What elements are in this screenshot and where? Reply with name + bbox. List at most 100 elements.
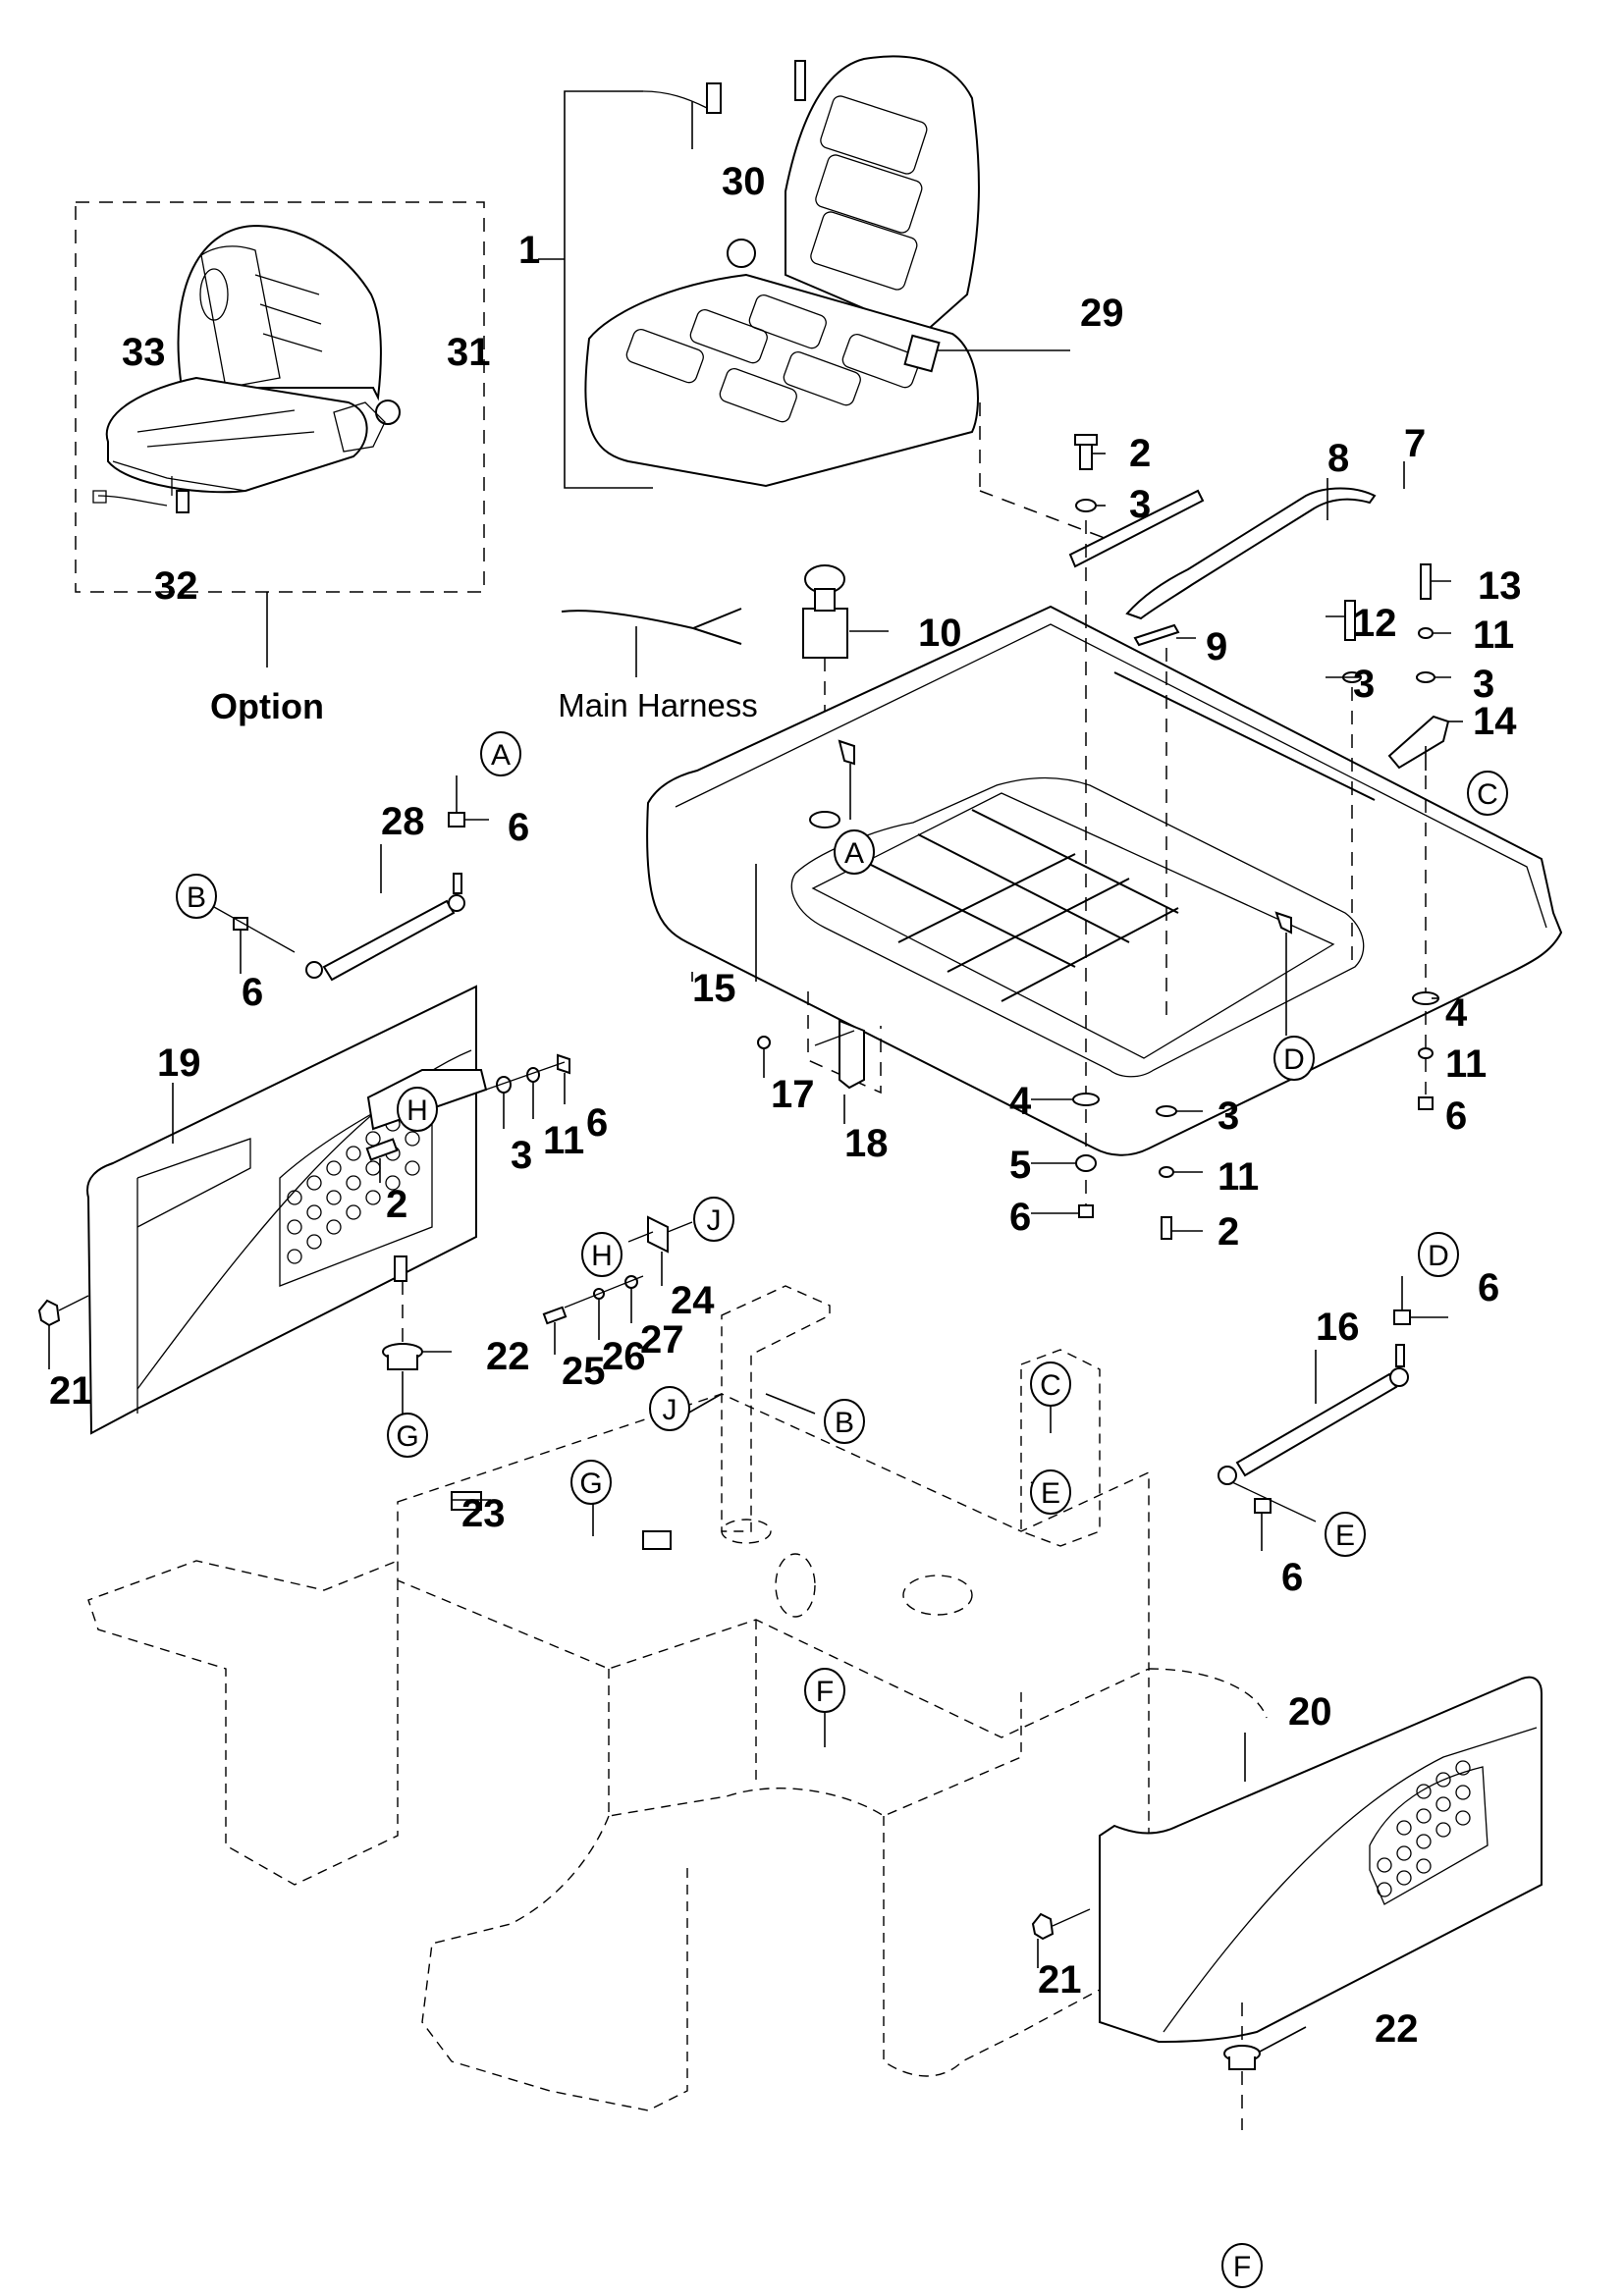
gas-spring-16 <box>1218 1276 1448 1551</box>
callout-21: 21 <box>1038 1958 1082 2002</box>
gas-spring-28 <box>213 775 489 982</box>
callout-12: 12 <box>1353 602 1397 645</box>
reference-mark-d: D <box>1273 1036 1315 1081</box>
reference-circle <box>824 1399 865 1444</box>
reference-circle <box>570 1460 612 1505</box>
reference-letter: E <box>1335 1520 1355 1552</box>
callout-9: 9 <box>1206 625 1227 668</box>
callout-23: 23 <box>461 1492 506 1535</box>
callout-13: 13 <box>1478 564 1522 608</box>
callout-6: 6 <box>1009 1196 1031 1239</box>
callout-6: 6 <box>242 971 263 1014</box>
reference-circle <box>1467 771 1508 816</box>
callout-30: 30 <box>722 160 766 203</box>
reference-letter: G <box>396 1420 418 1453</box>
reference-circle <box>1418 1232 1459 1277</box>
callout-24: 24 <box>671 1279 715 1322</box>
switch-harness: Main Harness <box>558 564 889 815</box>
reference-letter: D <box>1283 1043 1305 1076</box>
reference-circle <box>1325 1512 1366 1557</box>
reference-mark-b: B <box>176 874 217 919</box>
reference-mark-e: E <box>1325 1512 1366 1557</box>
reference-letter: E <box>1041 1477 1060 1510</box>
callout-31: 31 <box>447 331 491 374</box>
callout-6: 6 <box>1478 1266 1499 1309</box>
reference-circle <box>176 874 217 919</box>
latch-assembly <box>691 972 882 1124</box>
reference-letter: A <box>491 739 511 772</box>
main-seat-drawing <box>584 55 980 488</box>
callout-22: 22 <box>486 1335 530 1378</box>
callout-7: 7 <box>1404 422 1426 465</box>
reference-circle <box>649 1386 690 1431</box>
reference-circle <box>581 1232 623 1277</box>
callout-5: 5 <box>1009 1144 1031 1187</box>
callout-26: 26 <box>602 1335 646 1378</box>
reference-letter: J <box>707 1204 722 1237</box>
reference-circle <box>804 1668 845 1713</box>
reference-letter: F <box>816 1676 834 1708</box>
callout-8: 8 <box>1327 437 1349 480</box>
reference-mark-a: A <box>834 829 875 875</box>
reference-mark-h: H <box>397 1087 438 1132</box>
reference-mark-j: J <box>649 1386 690 1431</box>
side-panel-19 <box>37 985 570 1435</box>
top-hardware <box>1068 434 1463 771</box>
floor-plate <box>646 520 1563 1227</box>
callout-22: 22 <box>1375 2007 1419 2051</box>
reference-mark-a: A <box>480 731 521 776</box>
callout-3: 3 <box>1129 483 1151 526</box>
callout-17: 17 <box>771 1073 815 1116</box>
reference-mark-g: G <box>570 1460 612 1505</box>
reference-letter: C <box>1040 1369 1061 1402</box>
callout-32: 32 <box>154 564 198 608</box>
reference-letter: B <box>835 1407 854 1439</box>
reference-letter: H <box>406 1095 428 1127</box>
option-label: Option <box>210 686 324 726</box>
callout-11: 11 <box>543 1119 584 1162</box>
callout-18: 18 <box>844 1122 889 1165</box>
option-box <box>75 201 485 593</box>
callout-4: 4 <box>1009 1080 1032 1123</box>
reference-circle <box>387 1413 428 1458</box>
side-panel-20 <box>1031 1676 1543 2130</box>
reference-letter: F <box>1233 2251 1251 2283</box>
reference-letter: C <box>1477 778 1498 811</box>
reference-mark-g: G <box>387 1413 428 1458</box>
callout-3: 3 <box>511 1134 532 1177</box>
callout-4: 4 <box>1445 991 1468 1035</box>
main-seat-group <box>538 55 980 489</box>
reference-mark-c: C <box>1467 771 1508 816</box>
callout-6: 6 <box>1281 1556 1303 1599</box>
pivot-pin-group <box>542 1215 693 1355</box>
option-seat-group: Option <box>75 201 485 726</box>
reference-letter: A <box>844 837 864 870</box>
reference-letter: J <box>663 1394 677 1426</box>
reference-circle <box>1030 1362 1071 1407</box>
center-lower-fasteners <box>1031 991 1439 1240</box>
reference-circle <box>1030 1469 1071 1515</box>
callout-28: 28 <box>381 800 425 843</box>
callout-33: 33 <box>122 331 166 374</box>
perforation <box>287 1101 420 1264</box>
callout-2: 2 <box>1218 1210 1239 1254</box>
callout-6: 6 <box>586 1101 608 1145</box>
seat-bracket <box>564 90 653 489</box>
callout-10: 10 <box>918 612 962 655</box>
reference-mark-f: F <box>804 1668 845 1713</box>
callout-11: 11 <box>1445 1042 1487 1086</box>
main-harness-label: Main Harness <box>558 687 758 723</box>
reference-mark-h: H <box>581 1232 623 1277</box>
reference-mark-b: B <box>824 1399 865 1444</box>
callout-11: 11 <box>1473 614 1514 657</box>
callout-27: 27 <box>640 1318 684 1362</box>
reference-letter: G <box>579 1468 602 1500</box>
reference-circle <box>834 829 875 875</box>
callout-19: 19 <box>157 1041 201 1085</box>
callout-3: 3 <box>1353 663 1375 706</box>
reference-circle <box>693 1197 734 1242</box>
reference-mark-f: F <box>1221 2243 1263 2288</box>
